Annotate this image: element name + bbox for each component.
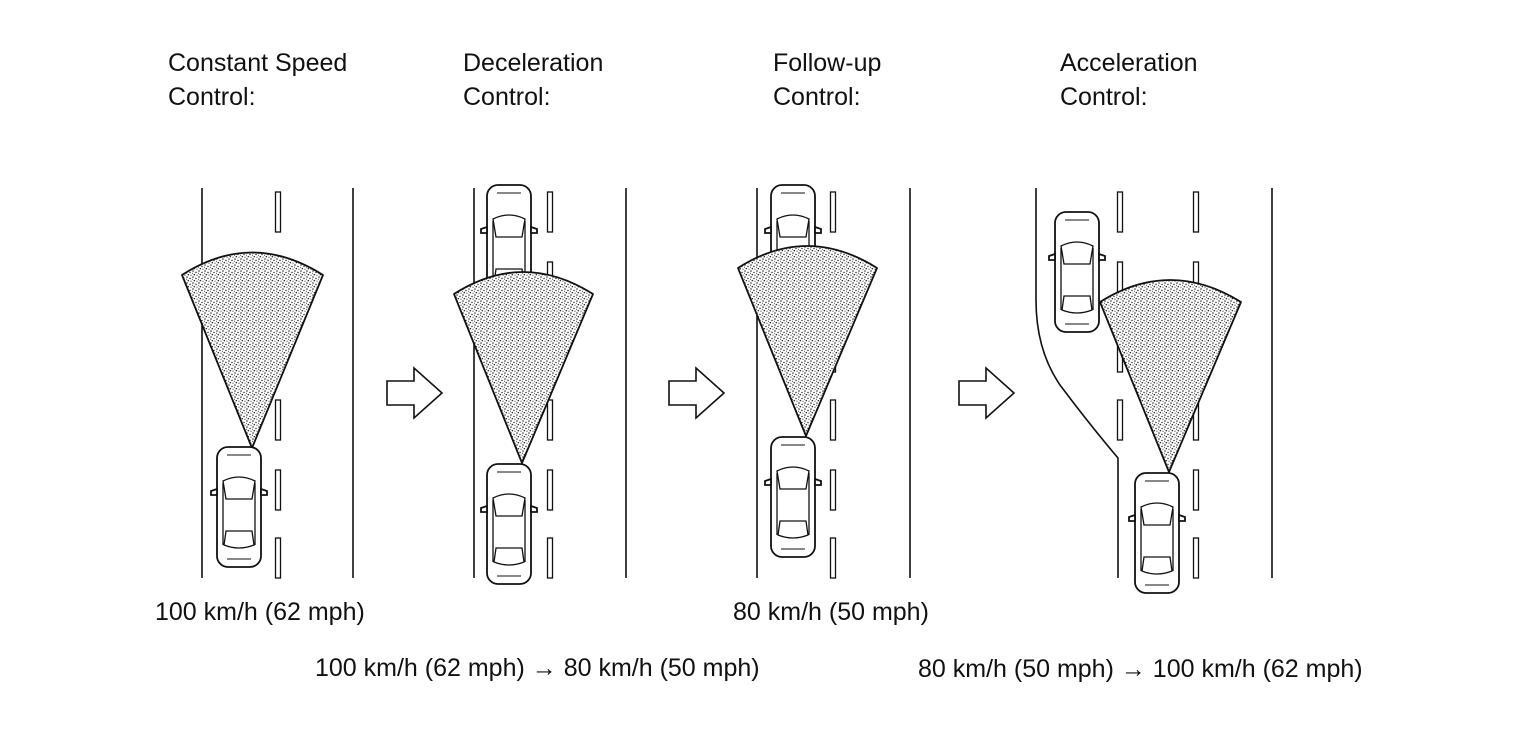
- speed-deceleration: 100 km/h (62 mph) → 80 km/h (50 mph): [315, 654, 760, 682]
- panel-follow-up: 80 km/h (50 mph): [733, 184, 929, 626]
- road-edge-left-merging: [1035, 188, 1119, 578]
- title-deceleration-line2: Control:: [463, 83, 551, 111]
- own-car: [1128, 472, 1186, 594]
- own-car: [480, 463, 538, 585]
- title-constant-line2: Control:: [168, 83, 256, 111]
- transition-arrow-icon: [958, 366, 1016, 420]
- panel-constant-speed: 100 km/h (62 mph): [155, 188, 365, 626]
- speed-follow-up: 80 km/h (50 mph): [733, 598, 929, 626]
- panel-acceleration: [1035, 188, 1273, 594]
- title-follow-up-line2: Control:: [773, 83, 861, 111]
- speed-constant: 100 km/h (62 mph): [155, 598, 365, 626]
- title-follow-up-line1: Follow-up: [773, 49, 881, 77]
- lead-car-changed-lane: [1048, 211, 1106, 333]
- own-car: [210, 446, 268, 568]
- transition-arrow-icon: [668, 366, 726, 420]
- panel-deceleration: [453, 184, 627, 585]
- radar-beam: [453, 271, 594, 464]
- title-acceleration-line1: Acceleration: [1060, 49, 1198, 77]
- radar-beam: [737, 245, 878, 437]
- speed-acceleration: 80 km/h (50 mph) → 100 km/h (62 mph): [918, 655, 1363, 683]
- title-constant-line1: Constant Speed: [168, 49, 347, 77]
- title-deceleration-line1: Deceleration: [463, 49, 603, 77]
- radar-beam: [1099, 279, 1242, 473]
- radar-beam: [181, 251, 324, 449]
- title-acceleration-line2: Control:: [1060, 83, 1148, 111]
- transition-arrow-icon: [386, 366, 444, 420]
- own-car: [764, 436, 822, 558]
- panel-titles: Constant Speed Control: Deceleration Con…: [168, 49, 1198, 111]
